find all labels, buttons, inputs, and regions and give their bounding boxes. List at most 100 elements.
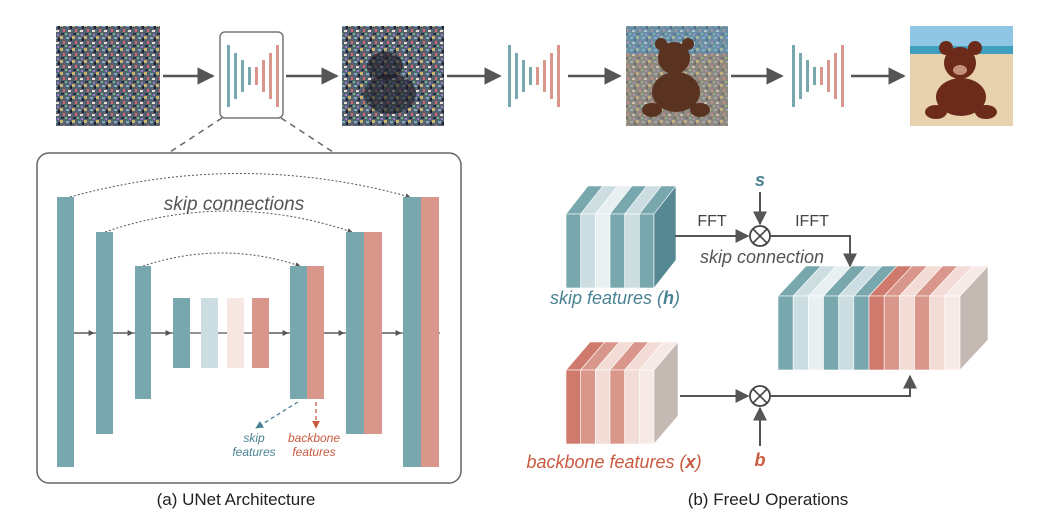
skip-arc-outer: [69, 173, 411, 199]
cube-front-slice: [624, 369, 640, 445]
noise-image-2: [342, 26, 444, 126]
unet-frame: [36, 152, 462, 484]
mini-unet-bar: [255, 67, 258, 85]
cube-front-slice: [639, 213, 655, 289]
backbone-features-label-line2: features: [292, 445, 335, 459]
mini-unet-bar: [269, 53, 272, 99]
cube-front-slice: [624, 213, 640, 289]
mini-unet-bar: [241, 60, 244, 92]
backbone-to-merge-line: [770, 374, 917, 397]
cube-front-slice: [823, 295, 839, 371]
mini-unet-bar: [529, 67, 532, 85]
decoder-skip-3: [290, 266, 307, 399]
mini-unet-bar: [834, 53, 837, 99]
mini-unet-bar: [248, 67, 251, 85]
mini-unet-bar: [813, 67, 816, 85]
mini-unet-bar: [550, 53, 553, 99]
decoder-backbone-2: [364, 232, 382, 434]
fft-label: FFT: [697, 213, 727, 230]
skip-connections-label: skip connections: [164, 194, 305, 215]
cube-front-slice: [595, 369, 611, 445]
encoder-block-3: [135, 266, 151, 399]
mini-unet-bar: [820, 67, 823, 85]
cube-front-slice: [838, 295, 855, 371]
cube-front-slice: [777, 295, 794, 371]
cube-front-slice: [853, 295, 870, 371]
bottleneck-block-3: [227, 298, 244, 368]
backbone-features-cube: [565, 341, 679, 445]
cube-front-slice: [609, 369, 625, 445]
skip-connection-label: skip connection: [700, 247, 824, 267]
mini-unet-bar: [234, 53, 237, 99]
unet-architecture-panel: skip connections skip features backbone …: [36, 152, 462, 484]
skip-arc-middle: [104, 210, 353, 233]
backbone-features-x-label: backbone features (x): [526, 452, 701, 472]
mini-unet-bar: [515, 53, 518, 99]
s-label: s: [755, 170, 765, 190]
mini-unet-bar: [227, 45, 230, 107]
cube-front-slice: [609, 213, 625, 289]
b-label: b: [755, 450, 766, 470]
cube-front-slice: [565, 369, 581, 445]
encoder-block-2: [96, 232, 113, 434]
cube-front-slice: [580, 213, 596, 289]
caption-a: (a) UNet Architecture: [157, 490, 316, 509]
cube-side-face: [959, 265, 989, 371]
mini-unet-1: [219, 31, 284, 119]
final-image: [910, 26, 1013, 126]
denoising-pipeline: [56, 26, 1013, 126]
cube-front-slice: [639, 369, 655, 445]
cube-front-slice: [914, 295, 930, 371]
mini-unet-bar: [792, 45, 795, 107]
decoder-backbone-1: [421, 197, 439, 467]
cube-side-face: [653, 341, 679, 445]
mini-unet-bar: [841, 45, 844, 107]
mini-unet-bar: [276, 45, 279, 107]
skip-arc-inner: [142, 252, 301, 267]
cube-front-slice: [883, 295, 900, 371]
cube-front-slice: [929, 295, 946, 371]
mini-unet-bar: [806, 60, 809, 92]
skip-features-cube: [565, 185, 677, 289]
caption-b: (b) FreeU Operations: [688, 490, 849, 509]
decoder-backbone-3: [307, 266, 324, 399]
cube-front-slice: [595, 213, 611, 289]
bottleneck-block-2: [201, 298, 218, 368]
mini-unet-bar: [827, 60, 830, 92]
cube-front-slice: [868, 295, 885, 371]
ifft-line: [770, 235, 857, 268]
zoom-line-right: [280, 117, 334, 153]
cube-front-slice: [808, 295, 824, 371]
mini-unet-bar: [543, 60, 546, 92]
mini-unet-bar: [557, 45, 560, 107]
skip-features-h-label: skip features (h): [550, 288, 680, 308]
noise-image-1: [56, 26, 160, 126]
cube-front-slice: [944, 295, 961, 371]
cube-front-slice: [899, 295, 915, 371]
cube-side-face: [653, 185, 677, 289]
cube-front-slice: [792, 295, 809, 371]
backbone-features-label-line1: backbone: [288, 431, 340, 445]
zoom-line-left: [169, 117, 223, 153]
freeu-operations-panel: s b FFT IFFT skip connection skip featur…: [526, 170, 989, 472]
skip-features-label-line1: skip: [243, 431, 265, 445]
cube-front-slice: [565, 213, 581, 289]
ifft-label: IFFT: [795, 213, 829, 230]
bottleneck-block-4: [252, 298, 269, 368]
mini-unet-2: [508, 45, 560, 107]
mini-unet-bar: [799, 53, 802, 99]
decoder-skip-2: [346, 232, 364, 434]
mini-unet-bar: [262, 60, 265, 92]
skip-features-label-line2: features: [232, 445, 275, 459]
encoder-block-1: [57, 197, 74, 467]
skip-features-pointer: [255, 401, 299, 429]
mini-unet-bar: [536, 67, 539, 85]
decoder-skip-1: [403, 197, 421, 467]
cube-front-slice: [580, 369, 596, 445]
merged-features-cube: [777, 265, 989, 371]
mini-unet-bar: [522, 60, 525, 92]
noise-image-3: [626, 26, 728, 126]
mini-unet-3: [792, 45, 844, 107]
bottleneck-block-1: [173, 298, 190, 368]
